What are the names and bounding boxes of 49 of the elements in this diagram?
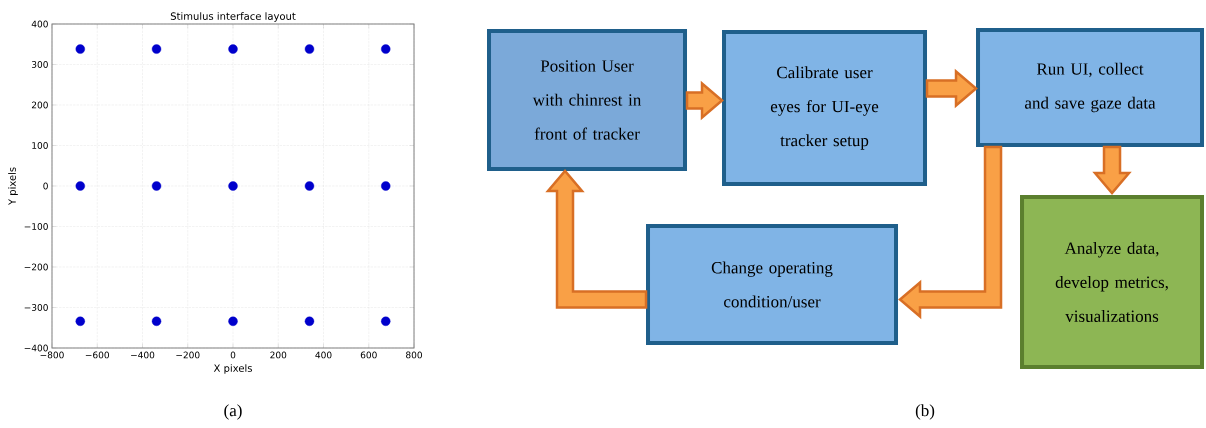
y-tick-label: −300 (24, 304, 48, 311)
x-tick-label: −400 (131, 351, 155, 359)
process-box: Position User with chinrest in front of tracker (487, 29, 687, 171)
x-tick-label: −800 (40, 351, 64, 359)
point (228, 181, 238, 191)
x-tick-label: 600 (360, 351, 377, 359)
point (381, 316, 391, 326)
point (75, 181, 85, 191)
y-tick-label: 0 (43, 182, 48, 190)
y-tick-label: 400 (31, 20, 48, 28)
x-tick-label: 200 (270, 351, 287, 359)
block-arrow (1092, 145, 1132, 195)
x-tick-label: −600 (85, 351, 110, 359)
point (304, 316, 315, 326)
y-tick-label: −200 (24, 263, 48, 271)
process-box: Calibrate user eyes for UI-eye tracker setup (722, 30, 927, 186)
axis-title: Y pixels (8, 167, 18, 206)
block-arrow (898, 145, 1003, 320)
x-tick-label: 800 (406, 351, 423, 359)
y-tick-label: 300 (31, 61, 48, 68)
point (151, 44, 162, 54)
y-tick-label: −400 (24, 344, 48, 352)
process-box: Run UI, collect and save gaze data (976, 28, 1204, 147)
point (381, 181, 391, 191)
process-box: Change operating condition/user (646, 224, 898, 345)
point (304, 181, 315, 191)
x-tick-label: 400 (315, 351, 332, 359)
panel-label: (a) (224, 404, 242, 420)
point (228, 44, 238, 54)
block-arrow (685, 80, 724, 121)
block-arrow (545, 169, 648, 309)
axis-title: X pixels (213, 364, 252, 374)
point (75, 44, 85, 54)
block-arrow (925, 68, 978, 109)
point (228, 316, 238, 326)
point (151, 181, 162, 191)
y-tick-label: −100 (24, 223, 48, 230)
scatter-chart: Stimulus interface layout Y pixels −800 −600 −400 −200 0 200 400 600 800 −400 −300 −200 −100 0 100 200 300 400 X pixels (8, 12, 422, 374)
chart-title: Stimulus interface layout (170, 12, 296, 22)
point (304, 44, 315, 54)
x-tick-label: −200 (176, 351, 200, 359)
point (151, 316, 162, 326)
y-tick-label: 100 (32, 142, 48, 149)
x-tick-label: 0 (230, 351, 236, 359)
point (75, 316, 85, 326)
panel-label: (b) (915, 404, 935, 420)
point (381, 44, 391, 54)
output-box: Analyze data, develop metrics, visualizations (1020, 195, 1204, 369)
y-tick-label: 200 (31, 101, 48, 109)
